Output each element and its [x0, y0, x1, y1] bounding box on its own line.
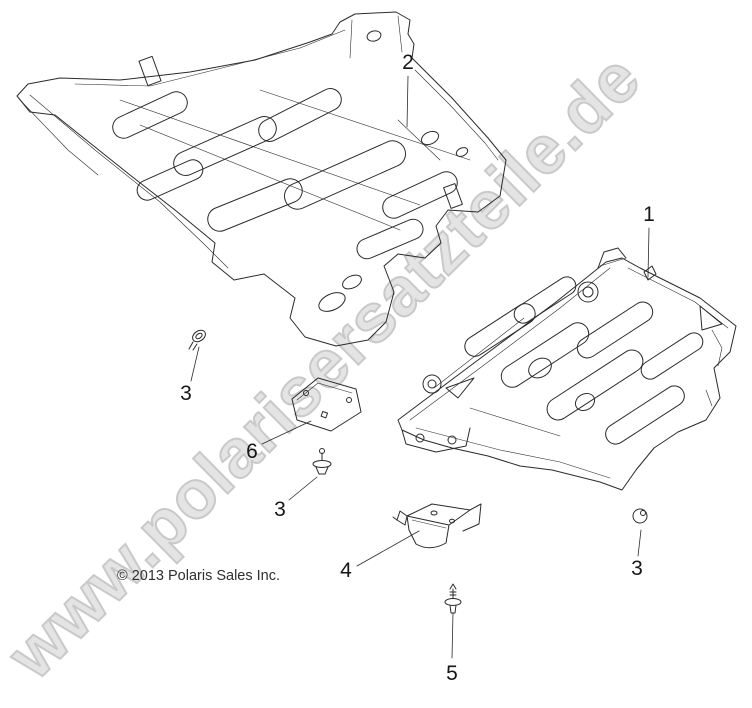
callout-4: 4 [340, 559, 352, 582]
callout-3-center: 3 [274, 498, 286, 521]
callout-1: 1 [643, 203, 655, 226]
callout-2: 2 [402, 51, 414, 74]
callout-3-right: 3 [631, 557, 643, 580]
callout-5: 5 [446, 662, 458, 685]
rivet-3-center-drawing [312, 448, 332, 475]
screw-3-right-drawing [632, 508, 648, 524]
copyright-text: © 2013 Polaris Sales Inc. [117, 568, 281, 584]
leader-lines [190, 75, 650, 659]
rivet-5-drawing [444, 583, 462, 614]
bracket-4-drawing [392, 503, 482, 549]
plate-6-drawing [291, 377, 362, 432]
skid-plate-2-drawing [16, 11, 507, 347]
callout-6: 6 [246, 440, 258, 463]
screw-3-left-drawing [188, 329, 206, 351]
skid-plate-1-drawing [397, 247, 737, 491]
callout-3-left: 3 [180, 382, 192, 405]
